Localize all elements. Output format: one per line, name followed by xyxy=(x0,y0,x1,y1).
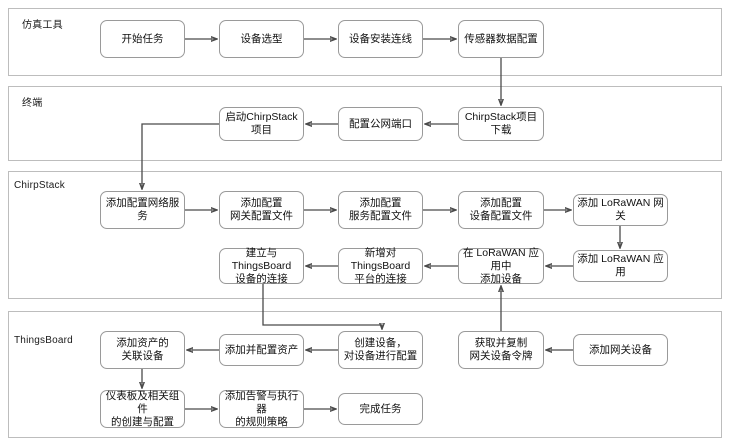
node-label: 完成任务 xyxy=(359,402,402,415)
node-add-lorawan-gateway[interactable]: 添加 LoRaWAN 网关 xyxy=(573,194,668,226)
node-label: 添加资产的关联设备 xyxy=(116,337,169,362)
node-start-chirpstack[interactable]: 启动ChirpStack项目 xyxy=(219,107,304,141)
node-sensor-data-config[interactable]: 传感器数据配置 xyxy=(458,20,544,58)
node-start-task[interactable]: 开始任务 xyxy=(100,20,185,58)
node-asset-related-device[interactable]: 添加资产的关联设备 xyxy=(100,331,185,369)
node-label: 添加告警与执行器的规则策略 xyxy=(224,389,299,428)
node-label: 在 LoRaWAN 应用中添加设备 xyxy=(462,246,540,285)
node-add-lorawan-app[interactable]: 添加 LoRaWAN 应用 xyxy=(573,250,668,282)
node-device-install-wiring[interactable]: 设备安装连线 xyxy=(338,20,423,58)
node-label: 配置公网端口 xyxy=(349,117,412,130)
node-copy-gateway-token[interactable]: 获取并复制网关设备令牌 xyxy=(458,331,544,369)
node-label: 添加 LoRaWAN 应用 xyxy=(577,253,664,278)
node-label: 添加配置网络服务 xyxy=(105,197,180,222)
node-alarm-rule-chain[interactable]: 添加告警与执行器的规则策略 xyxy=(219,390,304,428)
node-label: 获取并复制网关设备令牌 xyxy=(469,337,533,362)
lane-label-sim: 仿真工具 xyxy=(22,20,63,31)
lane-label-terminal: 终端 xyxy=(22,98,43,109)
lane-label-thingsboard: ThingsBoard xyxy=(14,335,73,346)
node-add-gateway-config[interactable]: 添加配置网关配置文件 xyxy=(219,191,304,229)
node-label: 创建设备，对设备进行配置 xyxy=(343,337,418,362)
node-finish-task[interactable]: 完成任务 xyxy=(338,393,423,425)
node-add-config-asset[interactable]: 添加并配置资产 xyxy=(219,334,304,366)
node-label: 添加网关设备 xyxy=(589,343,652,356)
node-add-service-config[interactable]: 添加配置服务配置文件 xyxy=(338,191,423,229)
node-label: ChirpStack项目下载 xyxy=(464,111,538,136)
node-label: 开始任务 xyxy=(121,32,164,45)
node-add-gateway-device[interactable]: 添加网关设备 xyxy=(573,334,668,366)
node-label: 添加配置服务配置文件 xyxy=(349,197,412,222)
node-add-device-config[interactable]: 添加配置设备配置文件 xyxy=(458,191,544,229)
node-label: 设备选型 xyxy=(240,32,283,45)
node-add-network-service[interactable]: 添加配置网络服务 xyxy=(100,191,185,229)
edge-n16-n19 xyxy=(262,284,382,329)
node-create-device[interactable]: 创建设备，对设备进行配置 xyxy=(338,331,423,369)
node-label: 添加配置设备配置文件 xyxy=(469,197,533,222)
node-label: 添加配置网关配置文件 xyxy=(230,197,293,222)
node-label: 添加 LoRaWAN 网关 xyxy=(577,197,664,222)
node-device-selection[interactable]: 设备选型 xyxy=(219,20,304,58)
node-dashboard-create[interactable]: 仪表板及相关组件的创建与配置 xyxy=(100,390,185,428)
node-chirpstack-download[interactable]: ChirpStack项目下载 xyxy=(458,107,544,141)
node-config-public-port[interactable]: 配置公网端口 xyxy=(338,107,423,141)
node-label: 添加并配置资产 xyxy=(224,343,299,356)
node-label: 仪表板及相关组件的创建与配置 xyxy=(105,389,180,428)
node-add-device-in-app[interactable]: 在 LoRaWAN 应用中添加设备 xyxy=(458,246,544,285)
node-label: 设备安装连线 xyxy=(349,32,412,45)
edge-n7-n8 xyxy=(142,123,219,189)
lane-label-chirpstack: ChirpStack xyxy=(14,180,65,191)
node-label: 启动ChirpStack项目 xyxy=(225,111,298,136)
node-label: 传感器数据配置 xyxy=(464,32,538,45)
